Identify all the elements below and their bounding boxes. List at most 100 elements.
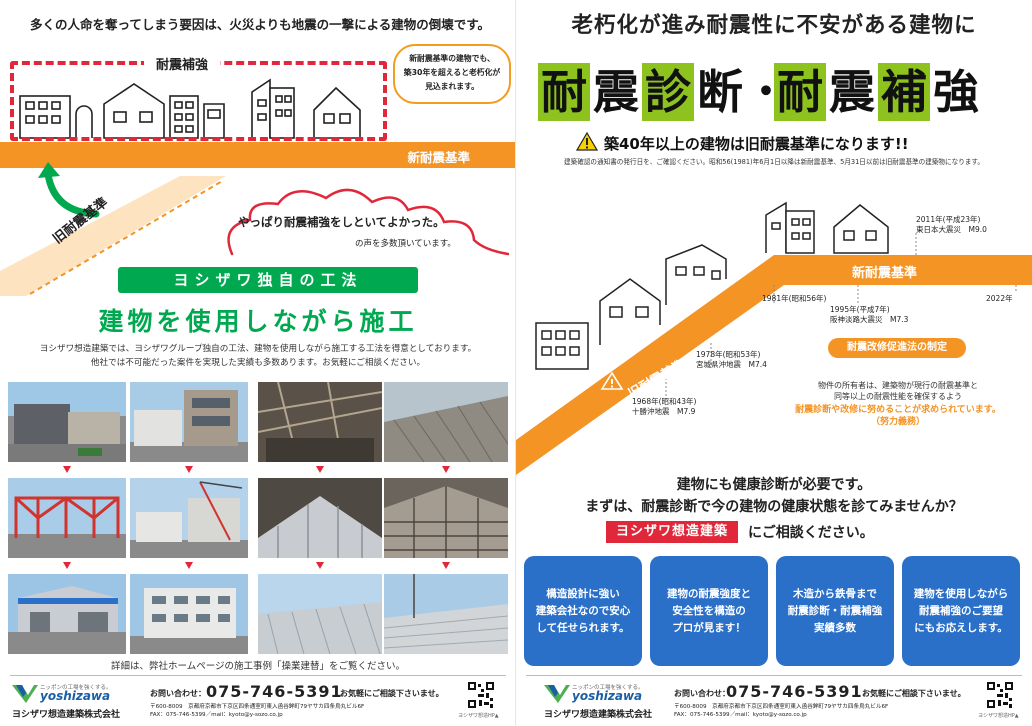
- method-description: ヨシザワ想造建築では、ヨシザワグループ独自の工法、建物を使用しながら施工する工法…: [20, 342, 496, 370]
- address: 〒600-8009 京都府京都市下京区四条通室町東入函谷鉾町79ヤサカ四条烏丸ビ…: [674, 704, 889, 710]
- cloud-bubble: [227, 188, 510, 256]
- photo-office-after: [130, 574, 248, 654]
- promotion-description: 物件の所有者は、建築物が現行の耐震基準と 同等以上の耐震性能を確保するよう: [818, 381, 978, 401]
- consult-text: にご相談ください。: [748, 525, 874, 541]
- qr-code-icon[interactable]: [467, 681, 495, 709]
- timeline-graphic: [516, 201, 1032, 475]
- detail-note: 詳細は、弊社ホームページの施工事例「操業建替」をご覧ください。: [110, 661, 406, 672]
- photo-roof-exterior-during: [384, 478, 508, 558]
- event-2011: 2011年(平成23年) 東日本大震災 M9.0: [916, 215, 987, 235]
- health-question: まずは、耐震診断で今の建物の健康状態を診てみませんか？: [585, 499, 963, 515]
- qr-caption: ヨシザワ想造HP▲: [978, 713, 1019, 719]
- photo-office-during: [130, 478, 248, 558]
- arrow-down-icon: [442, 562, 450, 569]
- logo-tagline: ニッポンの工場を強くする。: [572, 685, 644, 691]
- photo-roof-exterior-before: [384, 382, 508, 462]
- buildings-illustration: [19, 78, 361, 139]
- photo-factory-before: [8, 382, 126, 462]
- contact-phone[interactable]: 075-746-5391: [726, 682, 863, 701]
- event-name: 東日本大震災 M9.0: [916, 225, 987, 234]
- green-arrow-icon: [38, 162, 100, 218]
- company-logo: ニッポンの工場を強くする。 yoshizawa ヨシザワ想造建築株式会社: [12, 683, 142, 723]
- event-year: 1978年(昭和53年): [696, 350, 761, 359]
- consult-row: ヨシザワ想造建築 にご相談ください。: [606, 520, 874, 544]
- method-banner: ヨシザワ独自の工法: [118, 267, 418, 293]
- footer-divider: [10, 675, 506, 676]
- method-title: 建物を使用しながら施工: [98, 307, 418, 336]
- contact-note: お気軽にご相談下さいませ。: [340, 689, 444, 698]
- contact-label: お問い合わせ：: [150, 689, 206, 698]
- contact-label: お問い合わせ：: [674, 689, 730, 698]
- promotion-emphasis: 耐震診断や改修に努めることが求められています。 （努力義務）: [795, 405, 1001, 427]
- qr-code-icon[interactable]: [986, 681, 1014, 709]
- speech-bubble: 新耐震基準の建物でも、 築30年を超えると老朽化が 見込まれます。: [393, 44, 511, 104]
- photo-roof-interior-during: [258, 478, 382, 558]
- event-2022: 2022年: [986, 294, 1013, 304]
- reinforcement-label: 耐震補強: [144, 54, 221, 73]
- event-year: 2022年: [986, 294, 1013, 303]
- feature-card: 建物の耐震強度と 安全性を構造の プロが見ます！: [650, 556, 768, 666]
- logo-name: yoshizawa: [40, 689, 111, 703]
- feature-card: 構造設計に強い 建築会社なので安心 して任せられます。: [524, 556, 642, 666]
- event-year: 1981年(昭和56年): [762, 294, 827, 303]
- fax-mail[interactable]: FAX：075-746-5399／mail：kyoto@y-sozo.co.jp: [150, 711, 283, 718]
- logo-tagline: ニッポンの工場を強くする。: [40, 685, 112, 691]
- fax-mail[interactable]: FAX：075-746-5399／mail：kyoto@y-sozo.co.jp: [674, 711, 807, 718]
- right-headline: 老朽化が進み耐震性に不安がある建物に: [571, 13, 977, 38]
- title-char: 震: [590, 63, 642, 121]
- lead-text: 多くの人命を奪ってしまう要因は、火災よりも地震の一撃による建物の倒壊です。: [30, 17, 491, 32]
- feature-card: 建物を使用しながら 耐震補強のご要望 にもお応えします。: [902, 556, 1020, 666]
- event-1968: 1968年(昭和43年) 十勝沖地震 M7.9: [632, 397, 696, 417]
- feature-card-text: 建物の耐震強度と 安全性を構造の プロが見ます！: [667, 587, 751, 634]
- contact-phone[interactable]: 075-746-5391: [206, 682, 343, 701]
- footer-divider: [526, 675, 1022, 676]
- method-description-line2: 他社では不可能だった案件を実現した実績も多数あります。お気軽にご相談ください。: [90, 358, 426, 368]
- photo-roof-interior-before: [258, 382, 382, 462]
- feature-cards: 構造設計に強い 建築会社なので安心 して任せられます。 建物の耐震強度と 安全性…: [524, 556, 1024, 668]
- event-name: 阪神淡路大震災 M7.3: [830, 315, 909, 324]
- cloud-text: やっぱり耐震補強をしといてよかった。: [238, 215, 445, 229]
- photo-factory-after: [8, 574, 126, 654]
- left-page: 多くの人命を奪ってしまう要因は、火災よりも地震の一撃による建物の倒壊です。 耐震…: [0, 17, 516, 723]
- new-standard-band: 新耐震基準: [0, 142, 516, 168]
- reinforcement-frame: [10, 61, 387, 141]
- arrow-down-icon: [63, 466, 71, 473]
- warning-text: 築40年以上の建物は旧耐震基準になります!!: [604, 135, 909, 153]
- main-title: 耐 震 診 断 ・ 耐 震 補 強: [538, 60, 1018, 124]
- event-name: 宮城県沖地震 M7.4: [696, 360, 767, 369]
- new-standard-label: 新耐震基準: [407, 150, 470, 165]
- arrow-down-icon: [316, 562, 324, 569]
- feature-card-text: 建物を使用しながら 耐震補強のご要望 にもお応えします。: [913, 587, 1009, 634]
- contact-note: お気軽にご相談下さいませ。: [862, 689, 966, 698]
- qr-caption: ヨシザワ想造HP▲: [458, 713, 499, 719]
- warning-subtext: 建築確認の通知書の発行日を、ご確認ください。昭和56(1981)年6月1日以降は…: [564, 158, 984, 166]
- title-char: 診: [642, 63, 694, 121]
- logo-mark-icon: [12, 685, 38, 703]
- company-badge: ヨシザワ想造建築: [606, 521, 739, 543]
- arrow-down-icon: [442, 466, 450, 473]
- logo-mark-icon: [544, 685, 570, 703]
- company-name: ヨシザワ想造建築株式会社: [12, 710, 121, 720]
- promotion-law-badge: 耐震改修促進法の制定: [828, 338, 966, 358]
- health-heading: 建物にも健康診断が必要です。: [676, 477, 872, 493]
- address: 〒600-8009 京都府京都市下京区四条通室町東入函谷鉾町79ヤサカ四条烏丸ビ…: [150, 704, 365, 710]
- event-1981: 1981年(昭和56年): [762, 294, 826, 304]
- method-description-line1: ヨシザワ想造建築では、ヨシザワグループ独自の工法、建物を使用しながら施工する工法…: [39, 344, 477, 354]
- cloud-subtext: の声を多数頂いています。: [355, 239, 456, 249]
- title-char: 断: [694, 63, 746, 121]
- event-name: 十勝沖地震 M7.9: [632, 407, 696, 416]
- event-year: 2011年(平成23年): [916, 215, 981, 224]
- timeline-new-standard: 新耐震基準: [852, 266, 918, 281]
- address-block: 〒600-8009 京都府京都市下京区四条通室町東入函谷鉾町79ヤサカ四条烏丸ビ…: [674, 704, 888, 719]
- arrow-down-icon: [185, 562, 193, 569]
- photo-roof-after-2: [384, 574, 508, 654]
- company-name: ヨシザワ想造建築株式会社: [544, 710, 653, 720]
- arrow-down-icon: [185, 466, 193, 473]
- event-1995: 1995年(平成7年) 阪神淡路大震災 M7.3: [830, 305, 908, 325]
- right-page: 老朽化が進み耐震性に不安がある建物に 耐 震 診 断 ・ 耐 震 補 強 築40…: [516, 0, 1032, 726]
- old-standard-stripe: [0, 176, 226, 296]
- speech-text: 新耐震基準の建物でも、 築30年を超えると老朽化が 見込まれます。: [403, 54, 501, 91]
- event-1978: 1978年(昭和53年) 宮城県沖地震 M7.4: [696, 350, 767, 370]
- event-year: 1995年(平成7年): [830, 305, 890, 314]
- address-block: 〒600-8009 京都府京都市下京区四条通室町東入函谷鉾町79ヤサカ四条烏丸ビ…: [150, 704, 364, 719]
